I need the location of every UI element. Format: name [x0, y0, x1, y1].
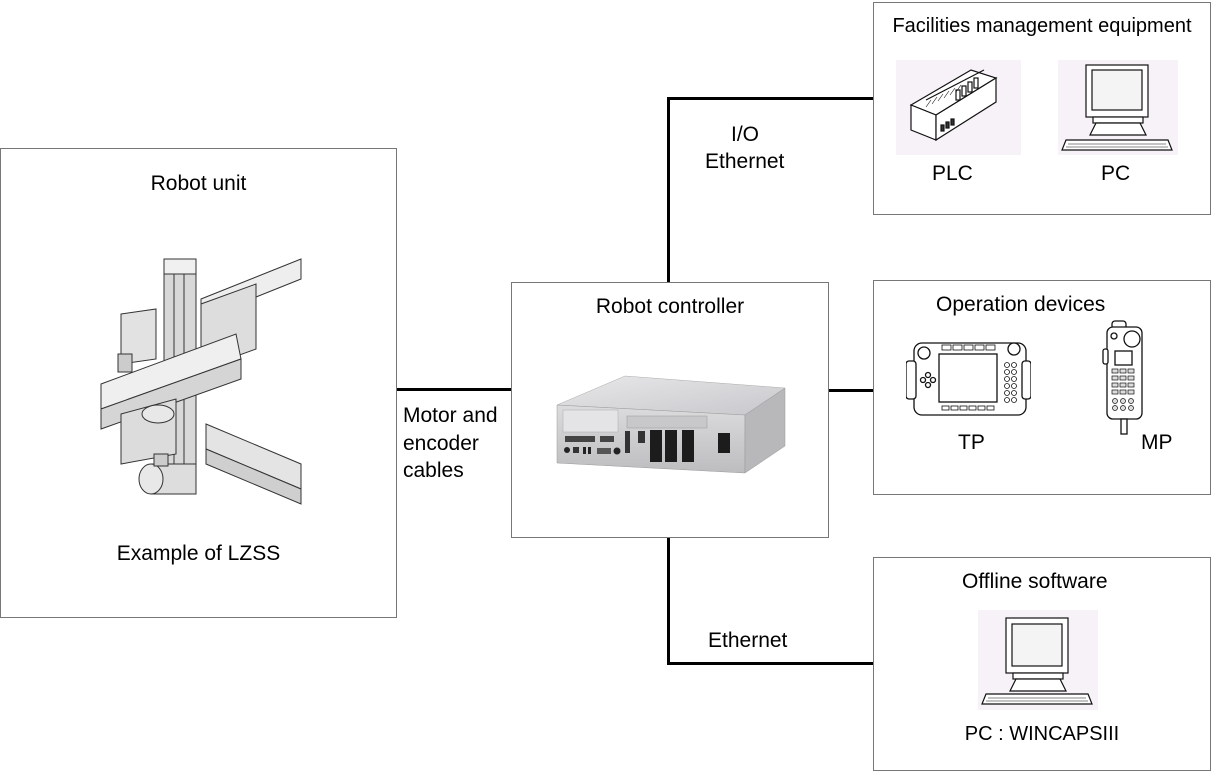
pc-label: PC — [1101, 162, 1131, 185]
operation-devices-title: Operation devices — [936, 293, 1106, 316]
connector-controller-facilities-vertical — [667, 97, 670, 282]
facilities-management-title: Facilities management equipment — [892, 15, 1192, 37]
robot-unit-caption: Example of LZSS — [116, 542, 281, 565]
operation-devices-box: Operation devices TP — [873, 280, 1211, 495]
offline-software-box: Offline software PC : WINCAPSIII — [873, 557, 1211, 771]
connector-controller-operation — [828, 389, 874, 392]
robot-unit-title: Robot unit — [150, 172, 247, 195]
tp-label: TP — [958, 431, 985, 454]
connection-label-motor-3: cables — [403, 459, 464, 482]
pc-icon — [1058, 60, 1178, 155]
robot-unit-box: Robot unit Example of LZSS — [0, 148, 397, 618]
teach-pendant-icon — [906, 342, 1031, 416]
mp-label: MP — [1141, 431, 1173, 454]
connection-label-ethernet-top: Ethernet — [705, 150, 785, 173]
wincaps-label: PC : WINCAPSIII — [964, 723, 1120, 745]
lzss-robot-illustration — [100, 258, 302, 505]
pc-icon — [978, 610, 1098, 710]
facilities-management-box: Facilities management equipment PLC — [873, 2, 1211, 215]
robot-controller-box: Robot controller — [511, 282, 829, 538]
connector-controller-facilities-horizontal — [667, 97, 874, 100]
connection-label-ethernet-bottom: Ethernet — [708, 629, 788, 652]
offline-software-title: Offline software — [962, 570, 1108, 593]
connection-label-io: I/O — [731, 123, 760, 146]
mini-pendant-icon — [1102, 320, 1143, 435]
robot-controller-photo — [556, 375, 786, 474]
robot-controller-title: Robot controller — [595, 295, 745, 318]
connector-controller-offline-horizontal — [667, 662, 874, 665]
plc-label: PLC — [932, 162, 973, 185]
connector-robot-unit-controller — [396, 388, 512, 391]
connection-label-motor-1: Motor and — [403, 404, 498, 427]
plc-icon — [896, 60, 1021, 155]
connector-controller-offline-vertical — [667, 537, 670, 665]
connection-label-motor-2: encoder — [403, 432, 479, 455]
